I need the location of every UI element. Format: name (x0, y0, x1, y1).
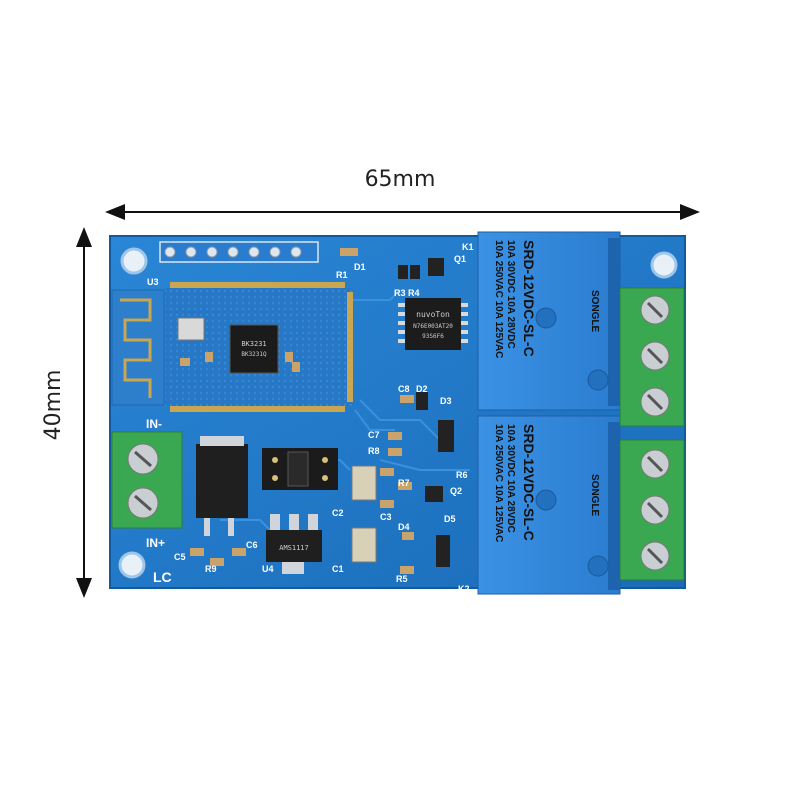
relay-2-model: SRD-12VDC-SL-C (521, 424, 537, 541)
label-c7: C7 (368, 430, 380, 440)
relay-2-rating-dc: 10A 30VDC 10A 28VDC (505, 424, 516, 533)
label-r3r4: R3 R4 (394, 288, 420, 298)
label-d2: D2 (416, 384, 428, 394)
label-c1: C1 (332, 564, 344, 574)
mounting-hole (120, 247, 148, 275)
mcu-code: 93S6F6 (422, 333, 444, 340)
relay-1: 10A 250VAC 10A 125VAC 10A 30VDC 10A 28VD… (477, 231, 621, 411)
mcu-model: N76E003AT20 (413, 323, 453, 330)
output-terminal-block-2 (619, 439, 685, 581)
label-d3: D3 (440, 396, 452, 406)
bluetooth-module: BK3231 BK3231Q (111, 282, 353, 412)
mounting-hole (118, 551, 146, 579)
label-q1: Q1 (454, 254, 466, 264)
height-dimension-label: 40mm (41, 370, 66, 441)
label-in-plus: IN+ (146, 536, 165, 550)
label-c3: C3 (380, 512, 392, 522)
pin-header (159, 241, 319, 263)
label-k1: K1 (462, 242, 474, 252)
relay-2-rating-ac: 10A 250VAC 10A 125VAC (493, 424, 504, 542)
relay-2-brand: SONGLE (589, 474, 600, 517)
label-d4: D4 (398, 522, 410, 532)
label-u4: U4 (262, 564, 274, 574)
module-chip-label: BK3231 (241, 340, 266, 348)
label-in-minus: IN- (146, 417, 162, 431)
label-q2: Q2 (450, 486, 462, 496)
label-c2: C2 (332, 508, 344, 518)
label-r8: R8 (368, 446, 380, 456)
silkscreen-labels: U3 R1 D1 K1 Q1 R3 R4 C8 D2 D3 C7 R8 R6 R… (146, 242, 474, 594)
label-d5: D5 (444, 514, 456, 524)
label-c6: C6 (246, 540, 258, 550)
label-r9: R9 (205, 564, 217, 574)
ldo-regulator: AMS1117 (266, 514, 322, 574)
label-c8: C8 (398, 384, 410, 394)
label-r1: R1 (336, 270, 348, 280)
label-c5: C5 (174, 552, 186, 562)
label-u3: U3 (147, 277, 159, 287)
mounting-hole (650, 251, 678, 279)
relay-1-brand: SONGLE (589, 290, 600, 333)
jumper-header (262, 448, 338, 490)
ldo-label: AMS1117 (279, 544, 309, 552)
label-r6: R6 (456, 470, 468, 480)
width-dimension-label: 65mm (365, 167, 436, 192)
label-logo: LC (153, 569, 172, 585)
relay-1-rating-ac: 10A 250VAC 10A 125VAC (493, 240, 504, 358)
label-r7: R7 (398, 478, 410, 488)
label-d1: D1 (354, 262, 366, 272)
output-terminal-block-1 (619, 287, 685, 427)
label-r5: R5 (396, 574, 408, 584)
module-chip-sublabel: BK3231Q (241, 351, 267, 358)
mcu-chip: nuvoTon N76E003AT20 93S6F6 (398, 298, 468, 350)
relay-1-model: SRD-12VDC-SL-C (521, 240, 537, 357)
smd-components (190, 248, 454, 574)
mcu-brand: nuvoTon (416, 310, 450, 319)
relay-2: 10A 250VAC 10A 125VAC 10A 30VDC 10A 28VD… (477, 415, 621, 595)
label-k2: K2 (458, 584, 470, 594)
input-terminal-block (111, 431, 183, 529)
voltage-regulator (196, 436, 248, 536)
relay-1-rating-dc: 10A 30VDC 10A 28VDC (505, 240, 516, 349)
